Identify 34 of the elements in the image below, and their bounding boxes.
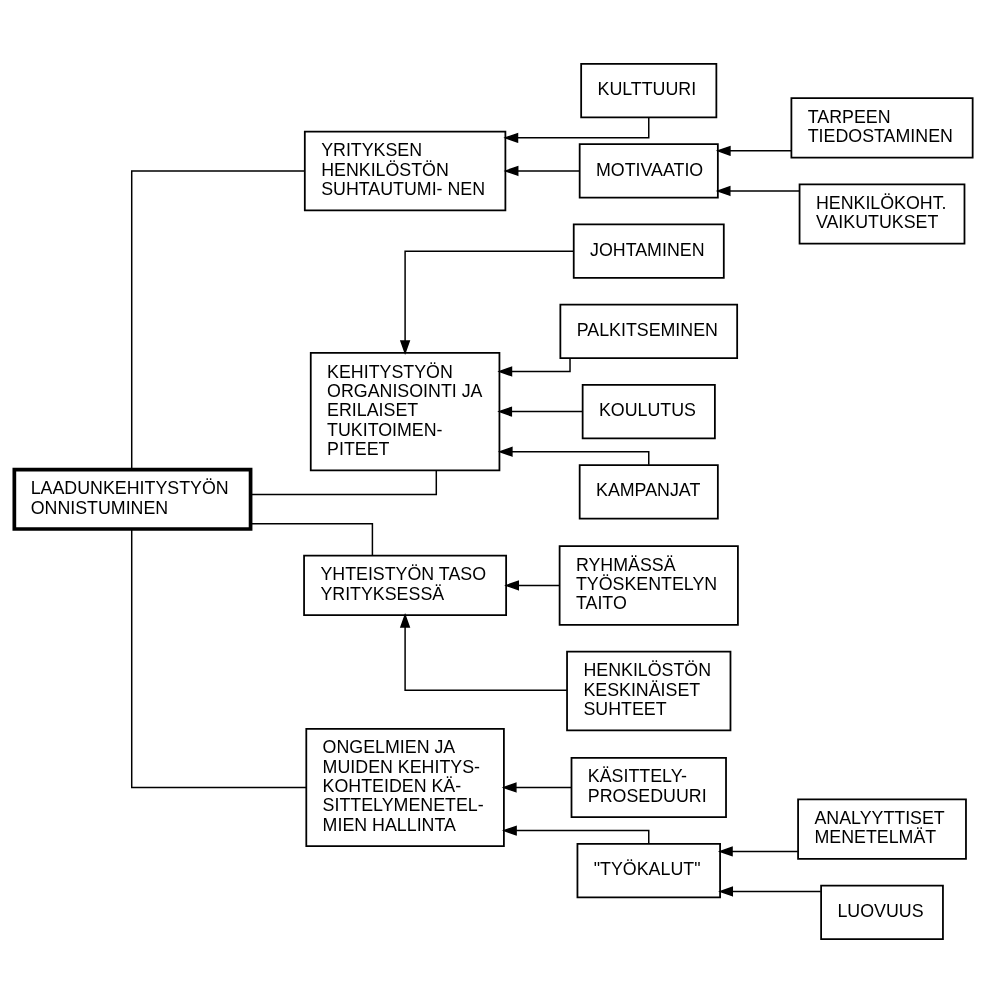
arrow (503, 165, 581, 177)
arrow (399, 612, 568, 691)
node-box: KAMPANJAT (578, 464, 719, 520)
node-box: KOULUTUS (581, 384, 716, 440)
node-box: YHTEISTYÖN TASO YRITYKSESSÄ (303, 554, 507, 617)
node-box: MOTIVAATIO (578, 143, 719, 199)
node-box: KULTTUURI (580, 63, 718, 119)
connector (130, 170, 306, 471)
node-box: TARPEEN TIEDOSTAMINEN (790, 97, 974, 159)
node-box: ANALYYTTISET MENETELMÄT (797, 798, 967, 860)
arrow (715, 145, 792, 157)
node-box: PALKITSEMINEN (559, 303, 739, 359)
arrow (718, 886, 822, 897)
node-box: LUOVUUS (820, 884, 944, 940)
node-box: RYHMÄSSÄ TYÖSKENTELYN TAITO (558, 545, 739, 626)
node-box: ONGELMIEN JA MUIDEN KEHITYS- KOHTEIDEN KÄ- SITTELYMENETEL- MIEN HALLINTA (305, 727, 505, 848)
arrow (504, 580, 561, 591)
node-box: YRITYKSEN HENKILÖSTÖN SUHTAUTUMI- NEN (303, 130, 507, 212)
node-box: LAADUNKEHITYSTYÖN ONNISTUMINEN (12, 467, 253, 531)
connector (250, 469, 438, 496)
node-box: HENKILÖSTÖN KESKINÄISET SUHTEET (566, 650, 732, 732)
arrow (503, 116, 650, 144)
arrow (497, 406, 583, 417)
node-box: JOHTAMINEN (572, 223, 725, 279)
connector (130, 528, 307, 789)
arrow (717, 846, 799, 857)
node-box: KÄSITTELY- PROSEDUURI (570, 756, 727, 819)
arrow (399, 250, 575, 356)
connector (250, 523, 374, 557)
node-box: HENKILÖKOHT. VAIKUTUKSET (798, 183, 966, 245)
node-box: KEHITYSTYÖN ORGANISOINTI JA ERILAISET TUKITOIMEN- PITEET (309, 352, 501, 472)
node-box: "TYÖKALUT" (576, 843, 721, 899)
arrow (715, 185, 800, 197)
arrow (501, 782, 572, 793)
